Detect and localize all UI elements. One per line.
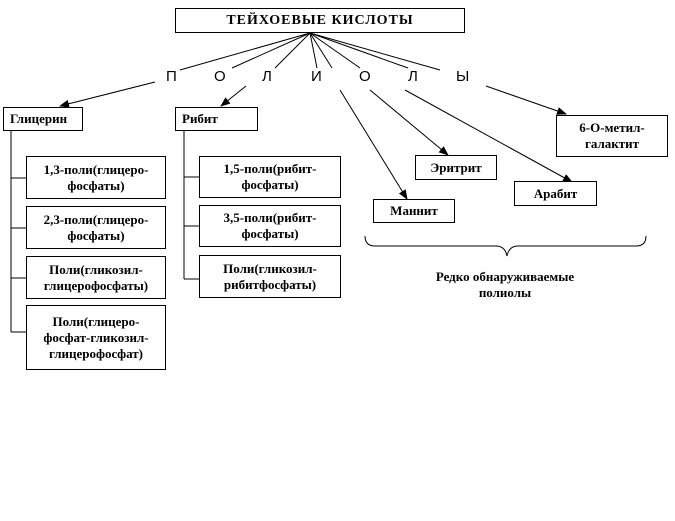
erythritol-box: Эритрит <box>415 155 497 180</box>
methylgalactitol-box: 6-О-метил- галактит <box>556 115 668 157</box>
polyols-letter-1: П <box>166 68 177 85</box>
polyols-letter-4: И <box>311 68 322 85</box>
ribitol-box: Рибит <box>175 107 258 131</box>
glycerol-item-4: Поли(глицеро- фосфат-гликозил- глицерофо… <box>26 305 166 370</box>
ribitol-tree-lines <box>183 130 199 280</box>
arrow-to-glycerol <box>59 81 156 108</box>
mannitol-box: Маннит <box>373 199 455 223</box>
ribitol-item-1: 1,5-поли(рибит- фосфаты) <box>199 156 341 198</box>
polyols-letter-2: О <box>214 68 226 85</box>
polyols-letter-3: Л <box>262 68 272 85</box>
title-fan-lines <box>179 32 441 71</box>
glycerol-item-3: Поли(гликозил- глицерофосфаты) <box>26 256 166 299</box>
arrow-to-erythritol <box>369 89 449 156</box>
ribitol-item-3: Поли(гликозил- рибитфосфаты) <box>199 255 341 298</box>
polyols-letter-5: О <box>359 68 371 85</box>
arrow-to-mannitol <box>339 89 408 200</box>
arabitol-box: Арабит <box>514 181 597 206</box>
arrow-to-methylgalactitol <box>485 85 567 115</box>
ribitol-item-2: 3,5-поли(рибит- фосфаты) <box>199 205 341 247</box>
title-box: ТЕЙХОЕВЫЕ КИСЛОТЫ <box>175 8 465 33</box>
arrow-to-arabitol <box>404 89 573 183</box>
polyols-letter-7: Ы <box>456 68 470 85</box>
rare-polyols-brace <box>364 235 647 257</box>
glycerol-tree-lines <box>10 130 26 333</box>
glycerol-item-1: 1,3-поли(глицеро- фосфаты) <box>26 156 166 199</box>
glycerol-item-2: 2,3-поли(глицеро- фосфаты) <box>26 206 166 249</box>
rare-polyols-caption: Редко обнаруживаемые полиолы <box>435 269 575 300</box>
polyols-letter-6: Л <box>408 68 418 85</box>
arrow-to-ribitol <box>220 85 247 107</box>
glycerol-box: Глицерин <box>3 107 83 131</box>
